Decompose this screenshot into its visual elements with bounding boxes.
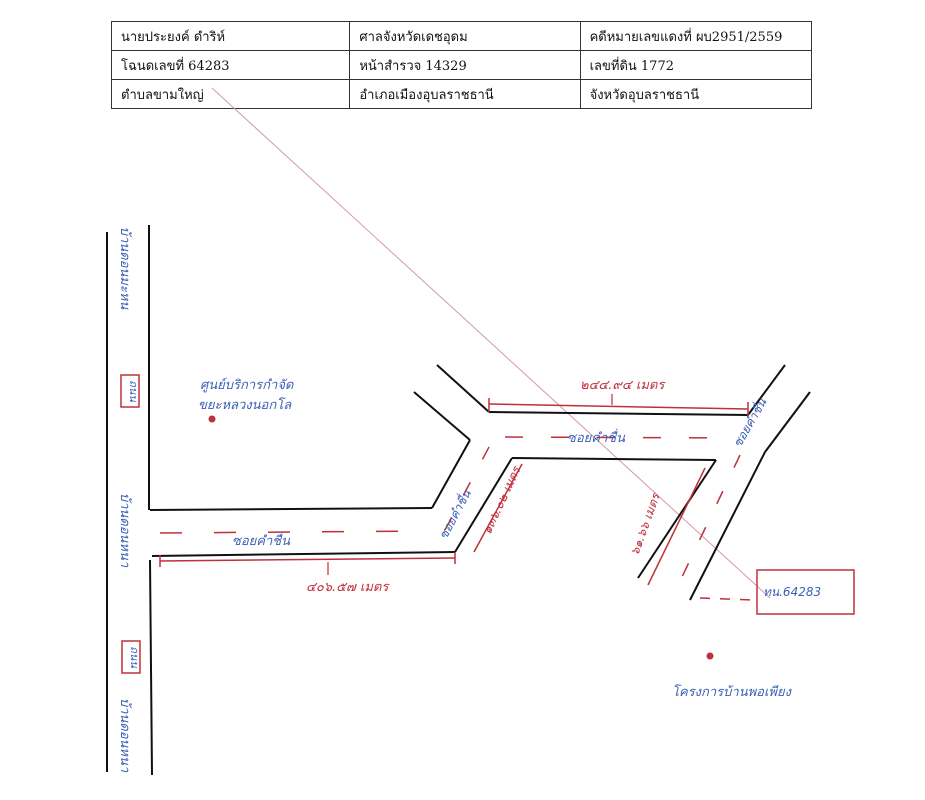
survey-page-cell: หน้าสำรวจ 14329 xyxy=(349,50,581,80)
distance-label-lower: ๔๐๖.๕๗ เมตร xyxy=(306,580,390,595)
diagonal-road-right-edge xyxy=(454,457,513,553)
main-road-right-edge-bottom xyxy=(149,559,153,776)
main-road-label-top: บ้านดอนมะหน xyxy=(117,227,132,311)
upper-road-top-edge xyxy=(488,411,749,416)
landmark-label-upper-left-line1: ศูนย์บริการกำจัด xyxy=(200,377,294,393)
distance-label-upper: ๒๔๔.๙๔ เมตร xyxy=(580,378,666,393)
right-road-centerline xyxy=(671,454,741,599)
land-number-cell: เลขที่ดิน 1772 xyxy=(579,50,813,80)
fork-left-inner xyxy=(436,364,490,413)
right-road-left-edge xyxy=(637,459,717,579)
parcel-access-dash xyxy=(699,597,756,601)
district-cell: อำเภอเมืองอุบลราชธานี xyxy=(349,79,581,109)
road-sign-text-bottom: ถนน xyxy=(128,646,141,668)
fork-left-outer xyxy=(413,391,471,441)
road-name-upper: ซอยคำชื่น xyxy=(567,428,626,446)
main-road-label-middle: บ้านดอนหนา xyxy=(117,493,132,568)
table-row: ตำบลขามใหญ่ อำเภอเมืองอุบลราชธานี จังหวั… xyxy=(110,79,813,109)
fork-right-outer xyxy=(747,364,786,416)
fork-right-inner xyxy=(764,391,811,453)
landmark-marker-upper-left xyxy=(208,415,216,423)
right-road-right-edge xyxy=(689,451,766,601)
road-name-right: ซอยคำชื่น xyxy=(729,394,770,449)
pointer-line xyxy=(211,87,771,599)
owner-name-cell: นายประยงค์ ดำริห์ xyxy=(110,21,351,51)
upper-road-centerline xyxy=(504,436,736,439)
distance-line-lower xyxy=(159,557,456,562)
parcel-info-table: นายประยงค์ ดำริห์ ศาลจังหวัดเดชอุดม คดีห… xyxy=(110,21,813,109)
subdistrict-cell: ตำบลขามใหญ่ xyxy=(110,79,351,109)
parcel-boundary xyxy=(756,569,855,615)
road-sign-box-top xyxy=(120,374,140,408)
road-sign-box-bottom xyxy=(121,640,141,674)
landmark-label-lower-right: โครงการบ้านพอเพียง xyxy=(672,684,793,700)
distance-line-upper xyxy=(488,403,749,410)
landmark-marker-lower-right xyxy=(706,652,714,660)
distance-line-right xyxy=(647,467,706,586)
table-row: โฉนดเลขที่ 64283 หน้าสำรวจ 14329 เลขที่ด… xyxy=(110,50,813,80)
landmark-label-upper-left-line2: ขยะหลวงนอกโล xyxy=(198,397,292,413)
province-cell: จังหวัดอุบลราชธานี xyxy=(579,79,813,109)
court-name-cell: ศาลจังหวัดเดชอุดม xyxy=(349,21,581,51)
lower-road-centerline xyxy=(159,530,431,534)
lower-road-bottom-edge xyxy=(151,551,456,557)
table-row: นายประยงค์ ดำริห์ ศาลจังหวัดเดชอุดม คดีห… xyxy=(110,21,813,51)
main-road-label-bottom: บ้านดอนหนา xyxy=(117,698,132,773)
lower-road-top-edge xyxy=(149,507,433,511)
diagonal-road-left-edge xyxy=(431,439,471,509)
road-name-lower: ซอยคำชื่น xyxy=(232,531,291,549)
road-sign-text-top: ถนน xyxy=(127,380,140,402)
upper-road-bottom-edge xyxy=(511,457,717,461)
distance-line-diagonal xyxy=(473,463,523,553)
parcel-label: ทน.64283 xyxy=(763,585,821,599)
deed-number-cell: โฉนดเลขที่ 64283 xyxy=(110,50,351,80)
